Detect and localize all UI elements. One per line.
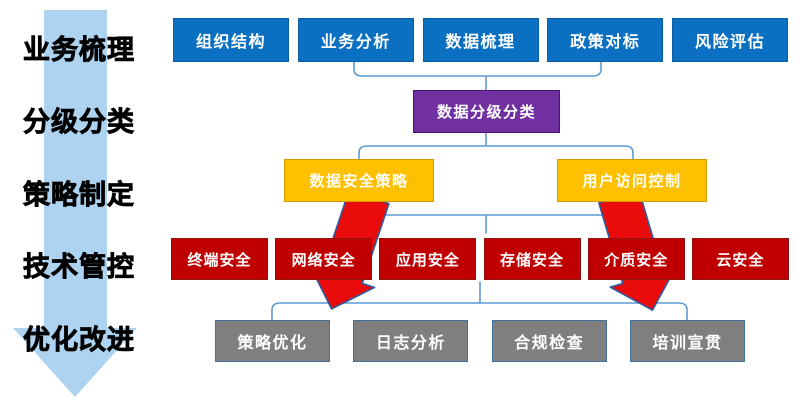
row-strategy-boxes: 数据安全策略 用户访问控制 [284, 159, 707, 202]
row-classify-box: 数据分级分类 [413, 90, 560, 133]
stage-label-column: 业务梳理分级分类策略制定技术管控优化改进 [0, 0, 160, 400]
risk-assessment-box: 风险评估 [672, 18, 788, 62]
media-security-box: 介质安全 [587, 238, 685, 280]
policy-benchmark-box: 政策对标 [547, 18, 664, 62]
application-security-box: 应用安全 [379, 238, 477, 280]
process-flow-arrow [13, 10, 137, 397]
row-survey-boxes: 组织结构业务分析数据梳理政策对标风险评估 [173, 18, 788, 62]
bracket-classify-to-strategy [358, 132, 634, 160]
storage-security-box: 存储安全 [483, 238, 581, 280]
bracket-toprow-to-classify [353, 61, 602, 91]
data-security-policy-box: 数据安全策略 [284, 159, 434, 202]
training-promotion-box: 培训宣贯 [629, 320, 745, 362]
endpoint-security-box: 终端安全 [171, 238, 268, 280]
stage-label-business-sorting: 业务梳理 [23, 35, 135, 66]
stage-label-tech-control: 技术管控 [23, 252, 135, 283]
row-tech-boxes: 终端安全网络安全应用安全存储安全介质安全云安全 [171, 238, 789, 280]
user-access-control-box: 用户访问控制 [557, 159, 707, 202]
stage-label-policy-making: 策略制定 [23, 180, 135, 211]
log-analysis-box: 日志分析 [353, 320, 469, 362]
bracket-tech-to-optimize [271, 281, 688, 321]
org-structure-box: 组织结构 [173, 18, 289, 62]
network-security-box: 网络安全 [275, 238, 373, 280]
data-sorting-box: 数据梳理 [422, 18, 539, 62]
stage-label-classification: 分级分类 [23, 107, 135, 138]
data-classification-box: 数据分级分类 [413, 90, 560, 133]
bracket-strategy-to-tech [358, 201, 634, 234]
business-analysis-box: 业务分析 [297, 18, 414, 62]
policy-optimization-box: 策略优化 [215, 320, 330, 362]
stage-label-optimization: 优化改进 [23, 325, 135, 356]
row-optimize-boxes: 策略优化日志分析合规检查培训宣贯 [215, 320, 745, 362]
compliance-check-box: 合规检查 [491, 320, 607, 362]
cloud-security-box: 云安全 [691, 238, 789, 280]
